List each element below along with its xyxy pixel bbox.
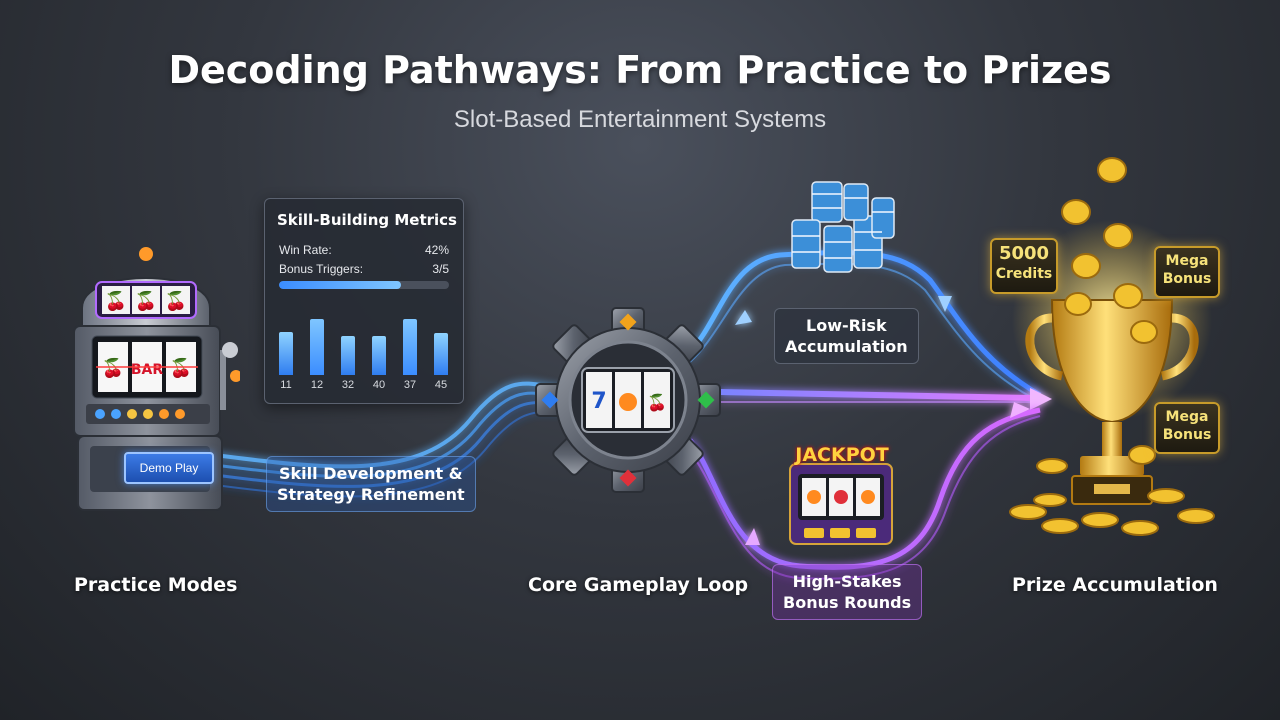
jackpot-machine-icon [789, 463, 893, 545]
coin-icon [1103, 223, 1133, 249]
svg-text:BAR: BAR [131, 362, 164, 378]
chip-stack-icon [791, 181, 895, 273]
metric-progress-fill [279, 281, 401, 289]
metric-bar [372, 336, 386, 375]
metric-progress-track [279, 281, 449, 289]
coins-group [1009, 157, 1215, 536]
metric-bar [341, 336, 355, 375]
metric-bar-label: 11 [280, 379, 292, 391]
metric-value: 42% [424, 243, 449, 257]
coin-icon [1071, 253, 1101, 279]
coin-icon [1130, 320, 1158, 344]
coin-icon [1064, 292, 1092, 316]
credits-line1: 5000 [998, 243, 1050, 264]
skill-flow-label: Skill Development & Strategy Refinement [266, 456, 476, 512]
stage-label-prize: Prize Accumulation [1012, 574, 1218, 596]
jackpot-title: JACKPOT [795, 444, 889, 466]
metric-bar-label: 45 [434, 379, 448, 391]
metric-bar-label: 37 [403, 379, 417, 391]
metric-row-win-rate: Win Rate: 42% [279, 243, 449, 257]
mega-bottom-line1: Mega [1165, 409, 1209, 425]
metrics-title: Skill-Building Metrics [277, 211, 457, 229]
mega-bonus-badge-bottom: Mega Bonus [1154, 402, 1220, 454]
svg-text:🍒: 🍒 [170, 357, 192, 379]
coin-icon [1036, 458, 1068, 474]
credits-line2: Credits [995, 266, 1053, 282]
mega-bottom-line2: Bonus [1162, 427, 1212, 443]
svg-text:🍒: 🍒 [135, 290, 157, 312]
metric-label: Win Rate: [279, 243, 332, 257]
svg-text:🍒: 🍒 [105, 290, 127, 312]
svg-text:🍒: 🍒 [102, 357, 124, 379]
coin-icon [1128, 445, 1156, 465]
high-stakes-label: High-Stakes Bonus Rounds [772, 564, 923, 620]
metrics-panel: Skill-Building Metrics Win Rate: 42% Bon… [264, 198, 464, 404]
metric-value: 3/5 [432, 262, 449, 276]
stage-label-practice: Practice Modes [74, 574, 238, 596]
gear-slot-icon: 7 🍒 [535, 307, 721, 493]
svg-text:🍒: 🍒 [165, 290, 187, 312]
slot-machine-icon: 🍒 🍒 🍒 🍒 BAR 🍒 [73, 247, 240, 511]
low-risk-label: Low-Risk Accumulation [774, 308, 919, 364]
high-stakes-flow [687, 402, 1041, 580]
metric-bar-label: 32 [341, 379, 355, 391]
metric-bar [403, 319, 417, 375]
coin-icon [1009, 504, 1047, 520]
svg-text:7: 7 [591, 389, 606, 414]
mega-top-line1: Mega [1165, 253, 1209, 269]
low-risk-line2: Accumulation [785, 337, 908, 356]
coin-icon [1147, 488, 1185, 504]
svg-text:🍒: 🍒 [647, 393, 667, 412]
coin-icon [1081, 512, 1119, 528]
credits-badge: 5000 Credits [990, 238, 1058, 294]
coin-icon [1097, 157, 1127, 183]
mega-top-line2: Bonus [1162, 271, 1212, 287]
coin-icon [1061, 199, 1091, 225]
demo-play-button[interactable]: Demo Play [124, 452, 214, 484]
metric-bar [310, 319, 324, 375]
coin-icon [1041, 518, 1079, 534]
metric-bar-label: 40 [372, 379, 386, 391]
coin-icon [1177, 508, 1215, 524]
metric-bar-label: 12 [310, 379, 324, 391]
high-stakes-line1: High-Stakes [792, 572, 902, 591]
low-risk-line1: Low-Risk [806, 316, 887, 335]
skill-flow-line2: Strategy Refinement [277, 485, 465, 504]
coin-icon [1033, 493, 1067, 507]
coin-icon [1113, 283, 1143, 309]
high-stakes-line2: Bonus Rounds [783, 593, 912, 612]
metric-bar [434, 333, 448, 375]
page-title: Decoding Pathways: From Practice to Priz… [168, 48, 1112, 92]
metric-bar [279, 332, 293, 375]
metric-label: Bonus Triggers: [279, 262, 364, 276]
direct-flow [719, 388, 1052, 410]
page-subtitle: Slot-Based Entertainment Systems [453, 106, 827, 133]
metric-row-bonus-triggers: Bonus Triggers: 3/5 [279, 262, 449, 276]
coin-icon [1121, 520, 1159, 536]
stage-label-core: Core Gameplay Loop [528, 574, 749, 596]
mega-bonus-badge-top: Mega Bonus [1154, 246, 1220, 298]
skill-flow-line1: Skill Development & [279, 464, 463, 483]
